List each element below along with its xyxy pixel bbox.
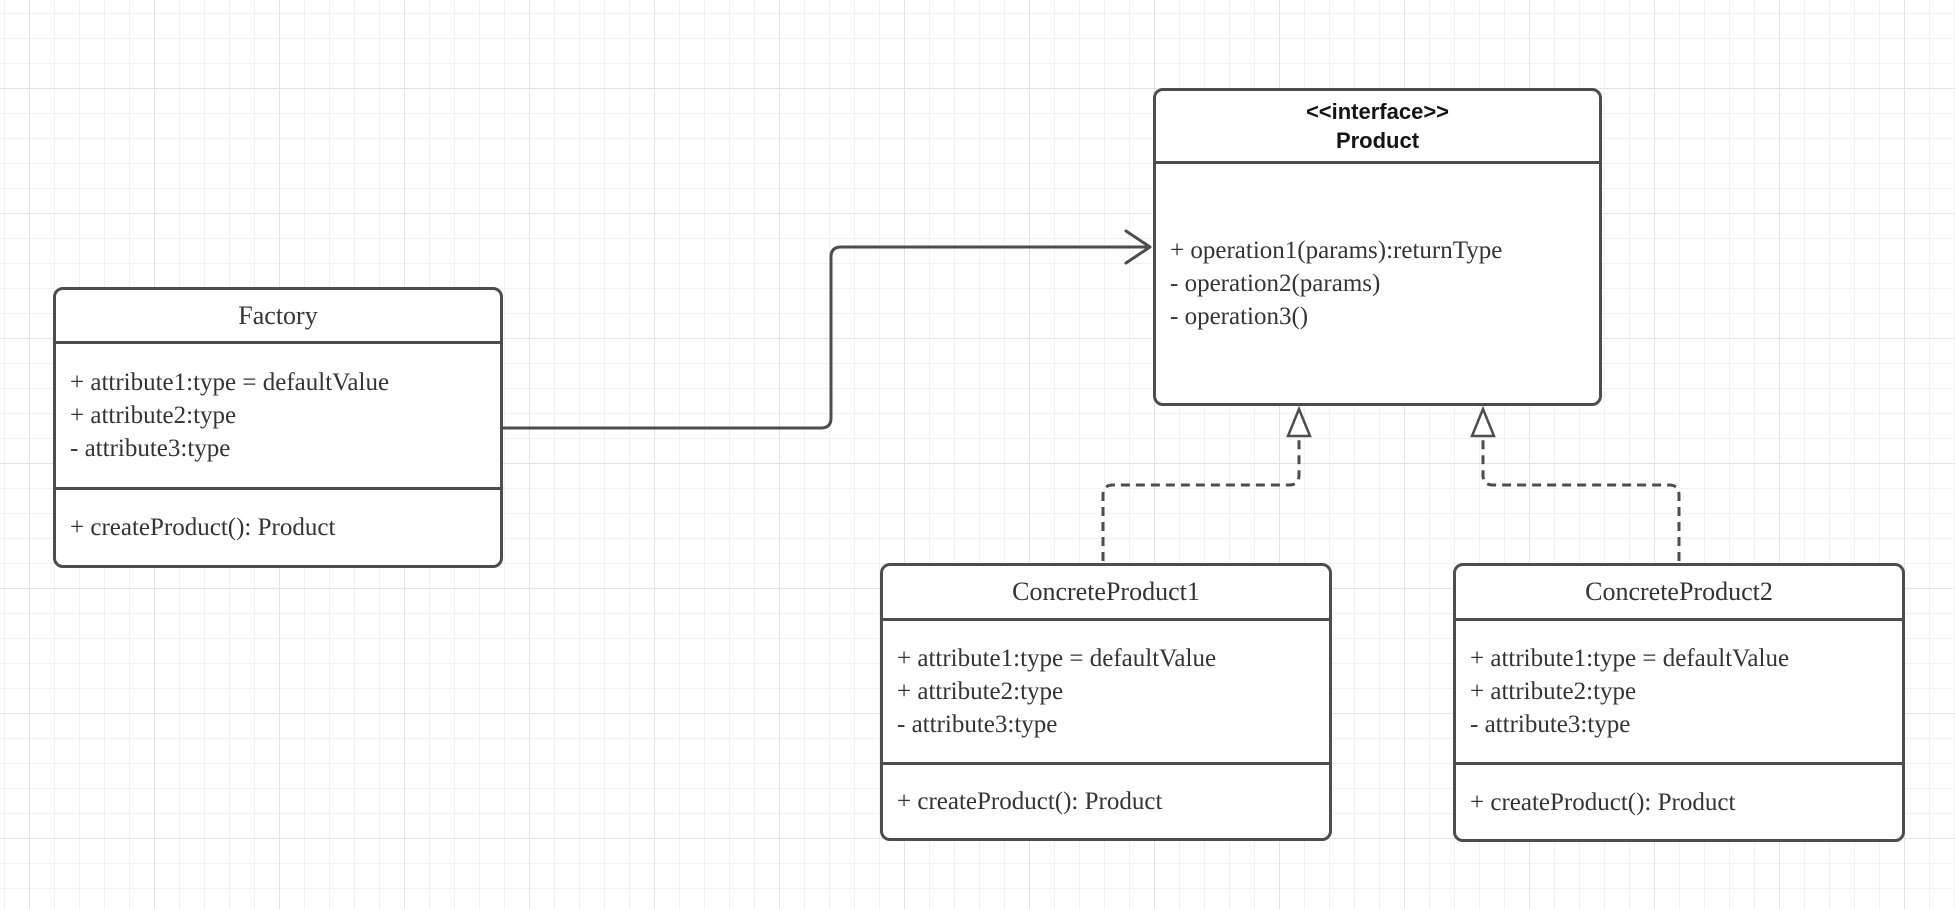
attribute-line[interactable]: + attribute1:type = defaultValue xyxy=(70,369,390,396)
attribute-line[interactable]: + attribute2:type xyxy=(897,678,1064,705)
class-concreteproduct1-methods-compartment[interactable]: + createProduct(): Product xyxy=(883,762,1329,838)
edge-concreteproduct1-to-product[interactable] xyxy=(1101,405,1312,561)
class-product-title-compartment[interactable]: <<interface>> Product xyxy=(1156,91,1599,161)
attribute-line[interactable]: - attribute3:type xyxy=(1470,711,1631,738)
class-title: ConcreteProduct2 xyxy=(1585,577,1773,606)
class-factory-methods-compartment[interactable]: + createProduct(): Product xyxy=(56,487,500,565)
attribute-line[interactable]: + attribute2:type xyxy=(70,402,237,429)
association-line xyxy=(503,245,1147,430)
operation-line[interactable]: + operation1(params):returnType xyxy=(1170,237,1503,264)
attribute-line[interactable]: + attribute2:type xyxy=(1470,678,1637,705)
attribute-line[interactable]: + attribute1:type = defaultValue xyxy=(1470,645,1790,672)
class-product[interactable]: <<interface>> Product + operation1(param… xyxy=(1153,88,1602,406)
hollow-triangle-arrowhead-icon xyxy=(1470,405,1496,438)
attribute-line[interactable]: - attribute3:type xyxy=(70,435,231,462)
attribute-line[interactable]: + attribute1:type = defaultValue xyxy=(897,645,1217,672)
class-stereotype: <<interface>> xyxy=(1305,99,1450,124)
edge-factory-to-product[interactable] xyxy=(503,229,1152,430)
class-concreteproduct2-attributes-compartment[interactable]: + attribute1:type = defaultValue + attri… xyxy=(1456,618,1902,762)
class-concreteproduct1[interactable]: ConcreteProduct1 + attribute1:type = def… xyxy=(880,563,1332,841)
edge-concreteproduct2-to-product[interactable] xyxy=(1470,405,1681,561)
class-factory-title-compartment[interactable]: Factory xyxy=(56,290,500,341)
class-concreteproduct2-methods-compartment[interactable]: + createProduct(): Product xyxy=(1456,762,1902,839)
method-line[interactable]: + createProduct(): Product xyxy=(897,788,1163,815)
method-line[interactable]: + createProduct(): Product xyxy=(70,514,336,541)
class-title: Factory xyxy=(238,300,318,330)
open-arrowhead-icon xyxy=(1124,229,1152,265)
operation-line[interactable]: - operation3() xyxy=(1170,303,1309,330)
attribute-line[interactable]: - attribute3:type xyxy=(897,711,1058,738)
class-title: ConcreteProduct1 xyxy=(1012,577,1200,606)
class-concreteproduct1-attributes-compartment[interactable]: + attribute1:type = defaultValue + attri… xyxy=(883,618,1329,762)
realization-line xyxy=(1101,437,1301,561)
class-factory-attributes-compartment[interactable]: + attribute1:type = defaultValue + attri… xyxy=(56,341,500,487)
class-concreteproduct2[interactable]: ConcreteProduct2 + attribute1:type = def… xyxy=(1453,563,1905,842)
hollow-triangle-arrowhead-icon xyxy=(1286,405,1312,438)
operation-line[interactable]: - operation2(params) xyxy=(1170,270,1381,297)
realization-line xyxy=(1481,437,1681,561)
class-product-operations-compartment[interactable]: + operation1(params):returnType - operat… xyxy=(1156,161,1599,403)
class-factory[interactable]: Factory + attribute1:type = defaultValue… xyxy=(53,287,503,568)
method-line[interactable]: + createProduct(): Product xyxy=(1470,788,1736,816)
class-concreteproduct1-title-compartment[interactable]: ConcreteProduct1 xyxy=(883,566,1329,618)
class-concreteproduct2-title-compartment[interactable]: ConcreteProduct2 xyxy=(1456,566,1902,618)
class-title: Product xyxy=(1335,128,1420,153)
